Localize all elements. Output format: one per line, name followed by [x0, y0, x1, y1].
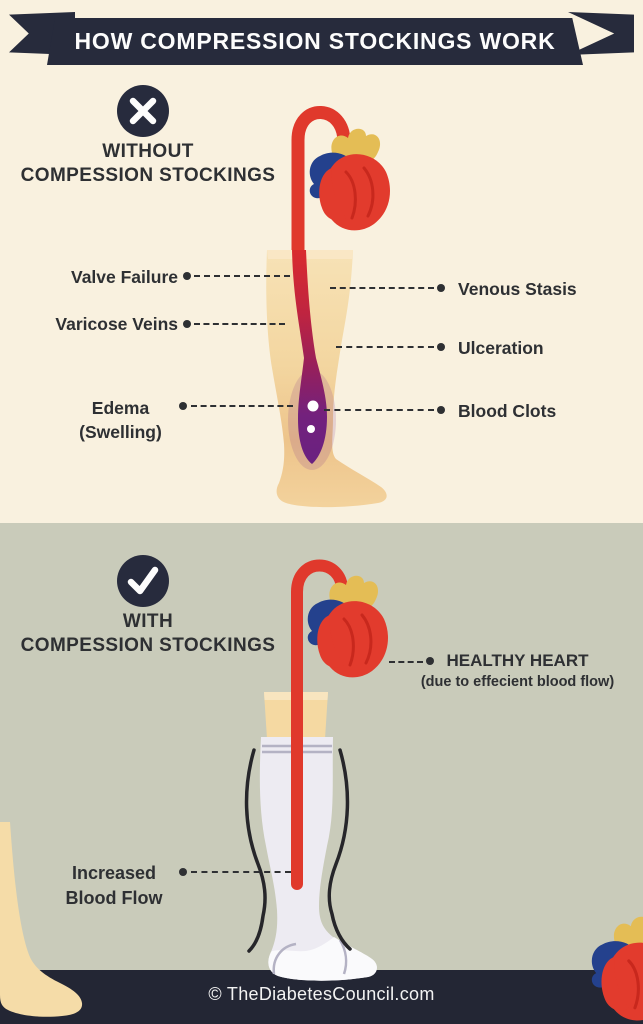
with-section-heading: WITH COMPESSION STOCKINGS — [13, 610, 283, 658]
leader-dot — [183, 272, 191, 280]
without-title-line1: WITHOUT — [102, 141, 194, 162]
leader-dot — [437, 284, 445, 292]
unhealthy-leg-illustration — [266, 106, 392, 508]
leader-dash — [194, 275, 290, 277]
heart-illustration — [308, 127, 392, 232]
label-blood-clots: Blood Clots — [458, 401, 557, 421]
with-title-line2: COMPESSION STOCKINGS — [20, 635, 276, 656]
leader-dot — [437, 343, 445, 351]
without-title-line2: COMPESSION STOCKINGS — [20, 165, 276, 186]
leader-dash — [336, 346, 434, 348]
compression-stocking — [259, 737, 377, 981]
healthy-artery — [291, 559, 348, 890]
leg-top-cut — [267, 250, 353, 259]
leader-dot — [437, 406, 445, 414]
vein-tube — [291, 106, 351, 259]
leader-dash — [330, 287, 434, 289]
leader-dash — [191, 405, 293, 407]
blood-clot-dot — [307, 400, 319, 412]
label-healthy-heart: HEALTHY HEART — [446, 651, 589, 670]
label-edema-line1: Edema — [91, 398, 150, 418]
blood-clot-dot — [307, 425, 315, 433]
x-circle-icon — [117, 85, 169, 137]
leader-dash — [389, 661, 423, 663]
title-banner: HOW COMPRESSION STOCKINGS WORK — [47, 18, 583, 65]
heart-illustration — [306, 574, 390, 679]
label-varicose-veins: Varicose Veins — [55, 314, 178, 334]
compression-lines — [244, 748, 352, 953]
label-increased-blood-flow: Increased Blood Flow — [58, 861, 170, 911]
diseased-vein — [292, 250, 327, 464]
bare-leg — [266, 250, 387, 508]
label-flow-line2: Blood Flow — [65, 888, 163, 908]
leader-dot — [183, 320, 191, 328]
leader-dash — [194, 323, 285, 325]
label-flow-line1: Increased — [71, 863, 157, 883]
leader-dot — [179, 868, 187, 876]
with-title-line1: WITH — [122, 611, 174, 632]
label-ulceration: Ulceration — [458, 338, 544, 358]
footer-credit: © TheDiabetesCouncil.com — [208, 984, 435, 1004]
label-healthy-heart-subtitle: (due to effecient blood flow) — [420, 674, 615, 690]
stockinged-leg-illustration — [244, 559, 390, 981]
without-section-heading: WITHOUT COMPESSION STOCKINGS — [13, 140, 283, 188]
leader-dash — [191, 871, 291, 873]
label-valve-failure: Valve Failure — [70, 267, 178, 287]
label-venous-stasis: Venous Stasis — [458, 279, 577, 299]
label-edema: Edema (Swelling) — [63, 396, 178, 444]
leader-dot — [426, 657, 434, 665]
corner-foot-decoration — [0, 822, 83, 1017]
page-title: HOW COMPRESSION STOCKINGS WORK — [74, 28, 556, 54]
label-edema-line2: (Swelling) — [79, 422, 162, 442]
leader-dash — [324, 409, 434, 411]
leader-dot — [179, 402, 187, 410]
check-circle-icon — [117, 555, 169, 607]
